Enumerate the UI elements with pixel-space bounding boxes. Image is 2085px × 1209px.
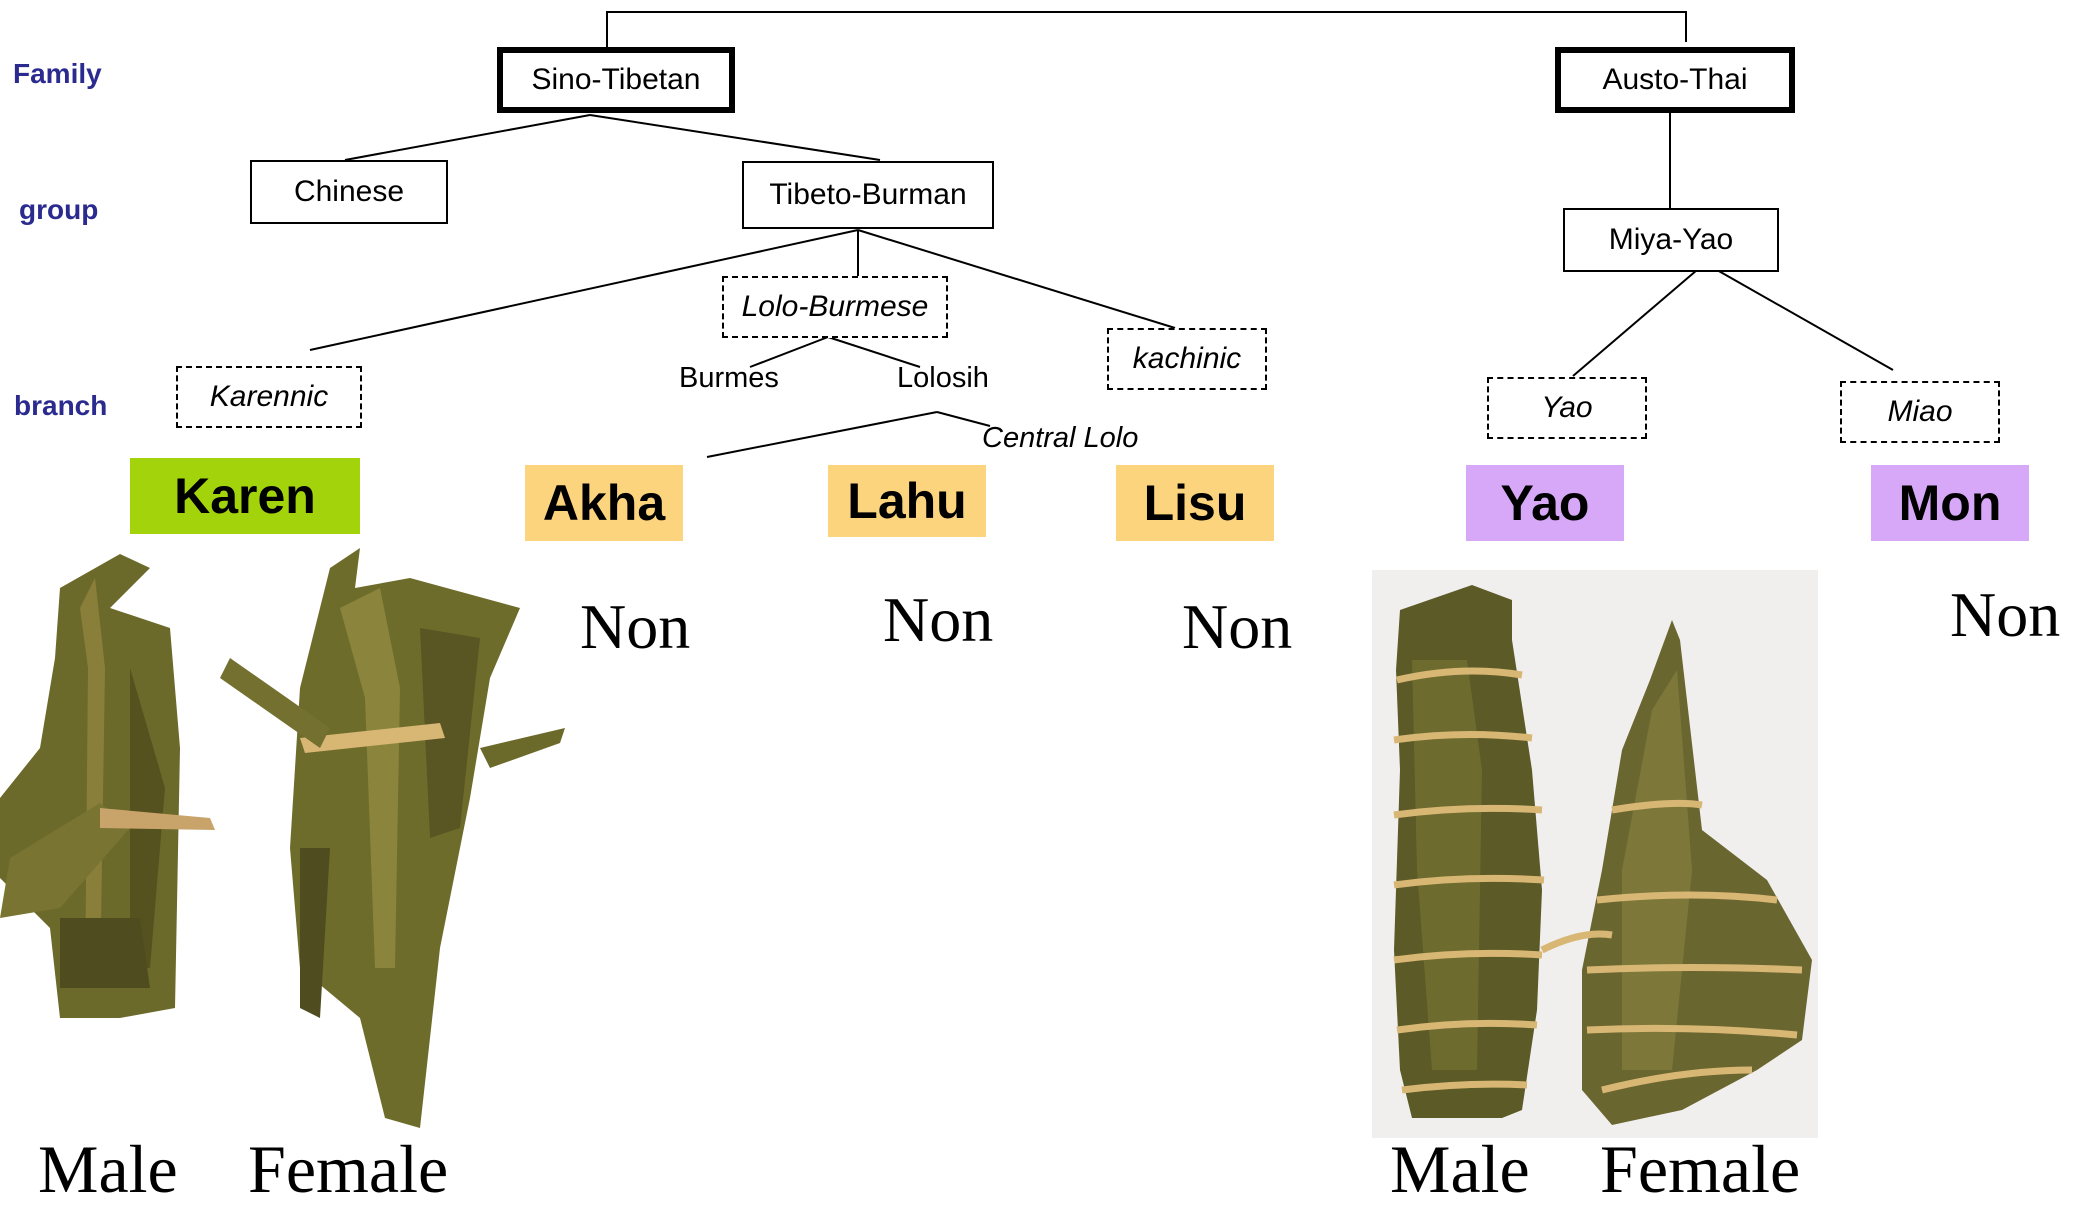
node-miya-yao: Miya-Yao (1563, 208, 1779, 272)
label-lolosih: Lolosih (897, 362, 989, 394)
line-miyayao-miao (1716, 269, 1894, 371)
node-chinese: Chinese (250, 160, 448, 224)
node-kachinic: kachinic (1107, 328, 1267, 390)
karen-leaf-wrap-photo (0, 548, 565, 1128)
ethnic-box-akha: Akha (525, 465, 683, 541)
node-austo-thai: Austo-Thai (1555, 47, 1795, 113)
ethnic-box-mon: Mon (1871, 465, 2029, 541)
yao-leaf-wrap-photo (1372, 570, 1818, 1138)
yao-female-wrap-image (1540, 620, 1812, 1125)
ethnic-box-lahu: Lahu (828, 465, 986, 537)
node-yao-branch: Yao (1487, 377, 1647, 439)
line-tibeto-kachinic (857, 229, 1176, 329)
node-karennic: Karennic (176, 366, 362, 428)
level-label-group: group (19, 194, 99, 225)
node-sino-tibetan: Sino-Tibetan (497, 47, 735, 113)
line-miyayao-yao (1572, 269, 1698, 377)
ethnic-box-lisu: Lisu (1116, 465, 1274, 541)
karen-female-caption: Female (248, 1131, 449, 1207)
line-tibeto-karennic (309, 229, 859, 351)
ethnic-box-yao: Yao (1466, 465, 1624, 541)
ethnic-box-karen: Karen (130, 458, 360, 534)
yao-male-wrap-image (1393, 585, 1545, 1118)
line-sino-chinese (344, 114, 591, 161)
non-label-lahu: Non (883, 584, 994, 655)
yao-male-caption: Male (1390, 1131, 1530, 1207)
line-sino-tibeto (589, 114, 881, 161)
label-central-lolo: Central Lolo (982, 422, 1139, 454)
line-lolo-lolosih (827, 336, 921, 368)
label-burmes: Burmes (679, 362, 779, 394)
karen-male-wrap-image (0, 554, 215, 1018)
non-label-akha: Non (580, 591, 691, 662)
node-tibeto-burman: Tibeto-Burman (742, 161, 994, 229)
karen-female-wrap-image (220, 548, 565, 1128)
line-centrallolo-right (936, 411, 991, 427)
node-miao-branch: Miao (1840, 381, 2000, 443)
non-label-lisu: Non (1182, 591, 1293, 662)
level-label-family: Family (13, 58, 102, 89)
family-bracket-line (606, 11, 1687, 47)
yao-female-caption: Female (1600, 1131, 1801, 1207)
non-label-mon: Non (1950, 579, 2061, 650)
line-lolo-burmes (749, 336, 829, 368)
level-label-branch: branch (14, 390, 108, 421)
line-centrallolo-left (706, 411, 938, 458)
karen-male-caption: Male (38, 1131, 178, 1207)
node-lolo-burmese: Lolo-Burmese (722, 276, 948, 338)
